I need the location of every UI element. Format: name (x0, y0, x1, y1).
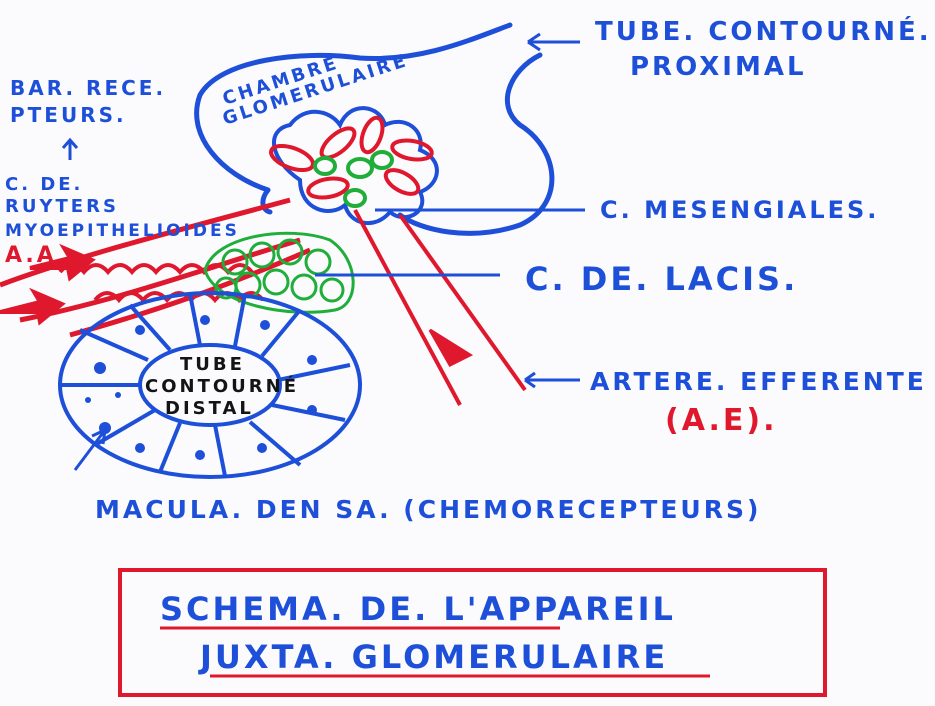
title-frame (118, 568, 827, 697)
lacis-cells (203, 231, 355, 314)
title-line-1: SCHEMA. DE. L'APPAREIL (160, 590, 676, 628)
title-line-2: JUXTA. GLOMERULAIRE (198, 638, 668, 676)
label-tube-proximal-2: PROXIMAL (630, 52, 807, 82)
label-myoepithelioides: MYOEPITHELIOIDES (5, 221, 240, 241)
label-aa: A.A (5, 243, 57, 268)
label-mesangiales: C. MESENGIALES. (600, 196, 879, 224)
label-lacis: C. DE. LACIS. (525, 260, 798, 298)
label-baro-1: BAR. RECE. (10, 76, 166, 100)
label-ae-abbrev: (A.E). (665, 403, 777, 438)
bowman-capsule-outline (194, 22, 555, 236)
distal-nuclei (85, 315, 317, 460)
afferent-flow-arrows (0, 243, 96, 326)
leader-lines (61, 32, 585, 471)
label-baro-2: PTEURS. (10, 103, 127, 127)
label-tube-distal-2: CONTOURNÉ (145, 375, 299, 397)
label-tube-distal-3: DISTAL (165, 398, 254, 419)
label-ruyter-2: RUYTERS (5, 196, 119, 217)
glomerulus-tuft (272, 106, 439, 226)
label-macula-densa: MACULA. DEN SA. (CHEMORECEPTEURS) (95, 495, 761, 524)
label-ruyter-1: C. DE. (5, 174, 83, 195)
label-arteriole-efferente: ARTERE. EFFERENTE (590, 367, 927, 396)
mesangial-cells (313, 150, 394, 208)
label-tube-proximal-1: TUBE. CONTOURNÉ. (595, 15, 932, 47)
capillary-loops (269, 115, 434, 200)
label-tube-distal-1: TUBE (180, 354, 245, 375)
efferent-arteriole (353, 209, 527, 406)
